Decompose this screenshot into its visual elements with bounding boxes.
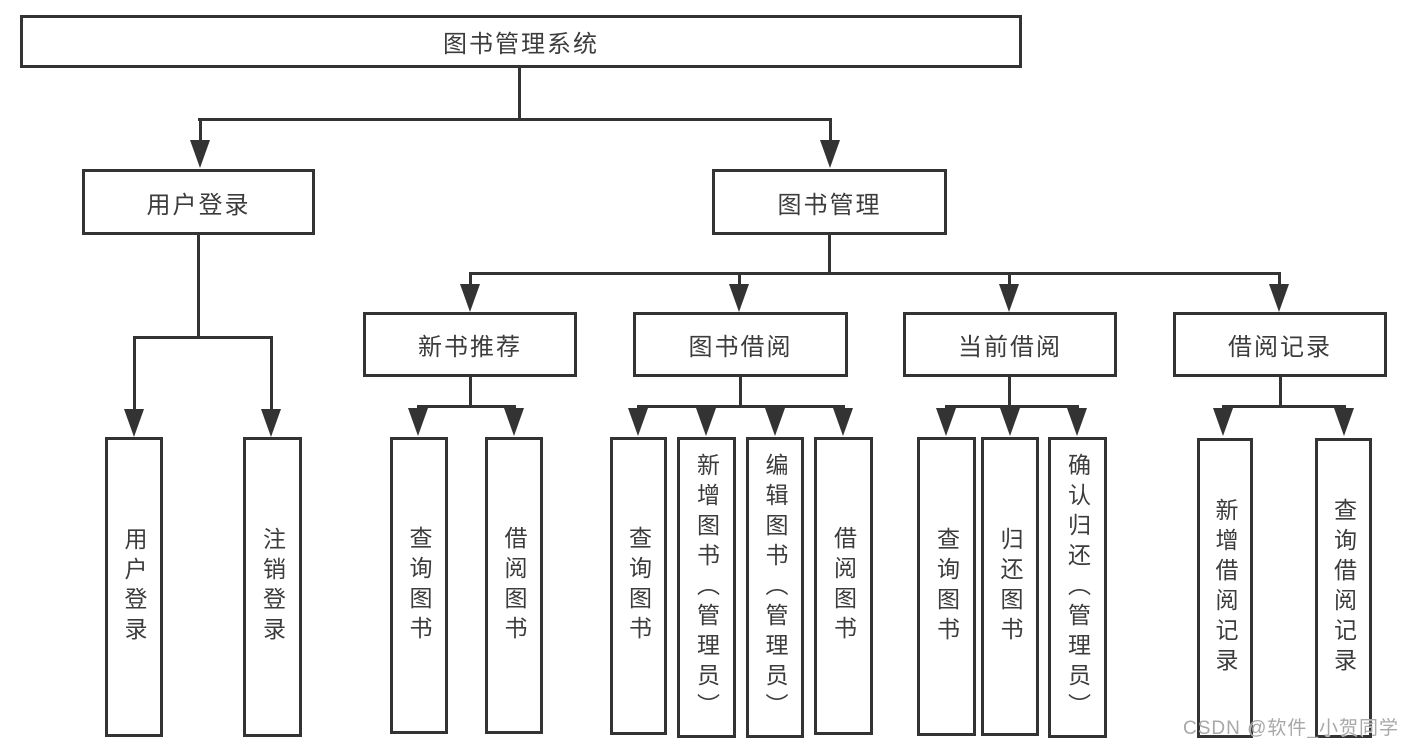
connector-level1-hline — [198, 118, 832, 121]
leaf-borrow-book: 借阅图书 — [814, 437, 873, 735]
connector-stem — [1278, 272, 1281, 287]
connector-drop — [133, 336, 136, 413]
arrowhead — [628, 408, 648, 436]
connector-stem — [469, 377, 472, 408]
node-borrow-records: 借阅记录 — [1173, 312, 1387, 377]
connector-stem — [1008, 377, 1011, 408]
connector-hline — [945, 405, 1079, 408]
arrowhead — [504, 408, 524, 436]
leaf-borrow-book-recommend: 借阅图书 — [485, 437, 543, 734]
leaf-edit-book-admin: 编辑图书（管理员） — [746, 437, 804, 738]
node-new-book-recommend: 新书推荐 — [363, 312, 577, 377]
leaf-confirm-return-admin: 确认归还（管理员） — [1048, 437, 1107, 738]
arrowhead — [729, 284, 749, 312]
connector-stem — [1279, 377, 1282, 408]
arrowhead — [999, 284, 1019, 312]
arrowhead — [936, 408, 956, 436]
connector-stem — [1008, 272, 1011, 287]
connector-stem — [829, 120, 832, 144]
node-system-root: 图书管理系统 — [20, 15, 1022, 68]
arrowhead — [190, 140, 210, 168]
connector-hline — [637, 405, 845, 408]
connector-stem — [197, 235, 200, 338]
node-book-borrow: 图书借阅 — [633, 312, 848, 377]
node-current-borrow: 当前借阅 — [903, 312, 1117, 377]
arrowhead — [820, 140, 840, 168]
arrowhead — [1067, 408, 1087, 436]
arrowhead — [1334, 408, 1354, 436]
arrowhead — [696, 408, 716, 436]
arrowhead — [124, 409, 144, 437]
connector-stem — [828, 235, 831, 275]
arrowhead — [1000, 408, 1020, 436]
connector-drop — [270, 336, 273, 413]
node-user-login: 用户登录 — [82, 169, 315, 235]
leaf-add-borrow-record: 新增借阅记录 — [1197, 438, 1253, 738]
connector-level2-hline — [469, 272, 1281, 275]
arrowhead — [261, 409, 281, 437]
connector-hline — [1222, 405, 1346, 408]
arrowhead — [1269, 284, 1289, 312]
connector-stem — [739, 377, 742, 408]
leaf-return-book: 归还图书 — [981, 437, 1039, 736]
arrowhead — [1213, 408, 1233, 436]
arrowhead — [833, 408, 853, 436]
leaf-query-book-recommend: 查询图书 — [390, 437, 448, 734]
csdn-watermark: CSDN @软件_小贺同学 — [1183, 718, 1399, 739]
connector-stem — [199, 120, 202, 144]
leaf-query-borrow-record: 查询借阅记录 — [1315, 438, 1372, 738]
leaf-query-book-borrow: 查询图书 — [610, 437, 667, 735]
connector-root-stem — [518, 66, 521, 120]
leaf-user-login: 用户登录 — [105, 437, 163, 737]
connector-stem — [469, 272, 472, 287]
connector-hline — [133, 336, 273, 339]
connector-hline — [417, 405, 516, 408]
node-book-management: 图书管理 — [712, 169, 947, 235]
leaf-query-book-current: 查询图书 — [917, 437, 976, 736]
connector-stem — [738, 272, 741, 287]
leaf-add-book-admin: 新增图书（管理员） — [677, 437, 736, 738]
arrowhead — [765, 408, 785, 436]
arrowhead — [460, 284, 480, 312]
leaf-logout: 注销登录 — [243, 437, 302, 737]
arrowhead — [408, 408, 428, 436]
